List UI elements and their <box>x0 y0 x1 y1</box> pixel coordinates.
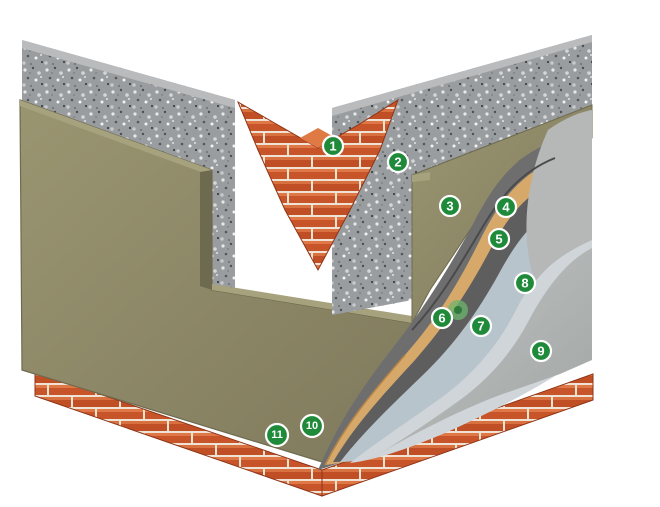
marker-3: 3 <box>438 194 462 218</box>
svg-text:5: 5 <box>495 232 502 247</box>
marker-4: 4 <box>494 195 518 219</box>
insulation-right-face <box>332 35 592 315</box>
render-light-layer <box>350 238 592 463</box>
svg-text:9: 9 <box>537 344 544 359</box>
marker-1: 1 <box>321 134 345 158</box>
svg-text:1: 1 <box>329 139 336 154</box>
anchor-dowel <box>448 300 468 320</box>
base-brick-course <box>34 371 594 497</box>
marker-8: 8 <box>513 271 537 295</box>
left-wall-block <box>19 40 413 463</box>
svg-text:4: 4 <box>502 200 510 215</box>
svg-text:11: 11 <box>271 429 283 441</box>
svg-text:6: 6 <box>438 311 445 326</box>
finish-sheet-top <box>526 110 592 282</box>
marker-6: 6 <box>430 306 454 330</box>
marker-7: 7 <box>469 314 493 338</box>
svg-text:8: 8 <box>521 276 528 291</box>
marker-11: 11 <box>264 422 290 448</box>
marker-5: 5 <box>487 227 511 251</box>
svg-text:7: 7 <box>477 319 484 334</box>
svg-text:10: 10 <box>306 420 318 432</box>
marker-10: 10 <box>299 413 325 439</box>
marker-9: 9 <box>529 339 553 363</box>
svg-text:2: 2 <box>394 155 401 170</box>
svg-text:3: 3 <box>446 199 453 214</box>
marker-2: 2 <box>386 150 410 174</box>
